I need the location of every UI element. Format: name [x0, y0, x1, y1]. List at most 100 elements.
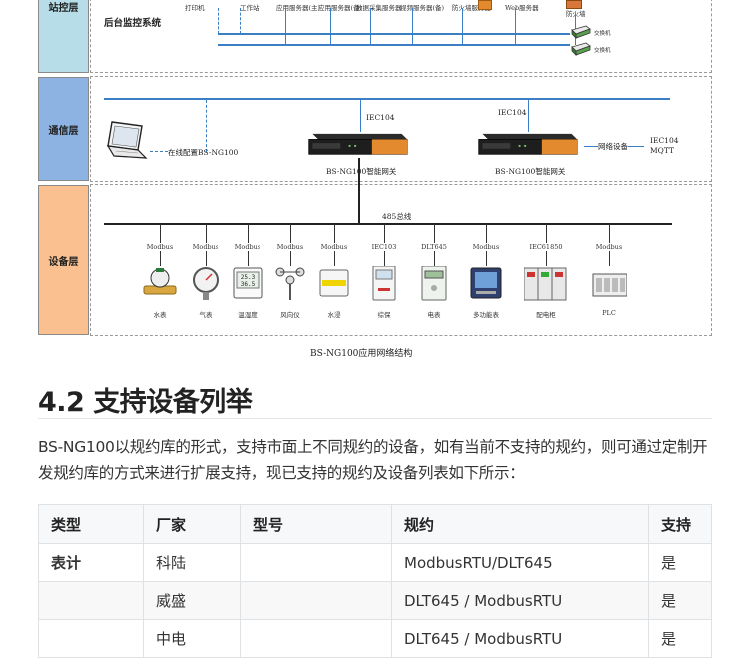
station-layer-box: 站控层 [38, 0, 89, 73]
cell-model [240, 581, 392, 620]
device-protocol-label: IEC61850 [516, 243, 576, 251]
station-layer-label: 站控层 [48, 2, 79, 14]
gateway-1-icon [308, 133, 408, 155]
wind-vane-icon [275, 267, 305, 300]
station-drop-line [240, 8, 241, 34]
gateway-link [528, 100, 529, 132]
cell-vendor: 中电 [143, 619, 241, 658]
device-name-label: 配电柜 [536, 311, 556, 319]
heading-divider [38, 418, 712, 419]
station-device-label: 防火墙服务器 [452, 4, 491, 12]
switch-icon [571, 42, 591, 56]
cell-support: 是 [648, 619, 712, 658]
bus-label: 485总线 [382, 212, 412, 221]
device-protocol-label: Modbus [579, 243, 639, 251]
station-drop-line [412, 8, 413, 44]
device-name-label: PLC [602, 309, 616, 317]
cell-protocol: DLT645 / ModbusRTU [391, 581, 649, 620]
cell-support: 是 [648, 543, 712, 582]
station-drop-line [515, 8, 516, 44]
table-header-row: 类型 厂家 型号 规约 支持 [38, 504, 712, 544]
station-title: 后台监控系统 [104, 18, 162, 29]
device-name-label: 水表 [153, 311, 167, 319]
comm-bus [104, 98, 670, 100]
cell-model [240, 543, 392, 582]
laptop-arrow [150, 151, 168, 152]
device-layer-box: 设备层 [38, 185, 89, 335]
multifunction-meter-icon [470, 267, 502, 299]
device-protocol-label: DLT645 [404, 243, 464, 251]
column-header-model: 型号 [240, 504, 392, 544]
device-layer-label: 设备层 [48, 256, 79, 268]
cloud-device-label: 网络设备 [598, 141, 628, 152]
device-protocol-label: IEC103 [354, 243, 414, 251]
device-region [90, 184, 712, 336]
station-device-label: 防火墙 [566, 10, 586, 18]
column-header-support: 支持 [648, 504, 712, 544]
comm-layer-label: 通信层 [48, 125, 79, 137]
station-drop-line [462, 8, 463, 44]
table-row: 威盛 DLT645 / ModbusRTU 是 [38, 581, 712, 620]
switch-label: 交换机 [594, 48, 611, 54]
gateway-name-label: BS-NG100智能网关 [495, 167, 566, 176]
column-header-vendor: 厂家 [143, 504, 241, 544]
station-device-label: Web服务器 [505, 4, 539, 12]
device-protocol-label: Modbus [130, 243, 190, 251]
cell-vendor: 科陆 [143, 543, 241, 582]
station-drop-line [285, 8, 286, 44]
cell-support: 是 [648, 581, 712, 620]
rs485-bus [104, 223, 672, 225]
cell-protocol: ModbusRTU/DLT645 [391, 543, 649, 582]
device-name-label: 水浸 [327, 311, 341, 319]
section-paragraph: BS-NG100以规约库的形式，支持市面上不同规约的设备，如有当前不支持的规约，… [38, 438, 708, 482]
device-protocol-label: Modbus [176, 243, 236, 251]
device-name-label: 电表 [427, 311, 441, 319]
cell-protocol: DLT645 / ModbusRTU [391, 619, 649, 658]
gateway-to-bus-line [358, 158, 360, 224]
station-device-label: 打印机 [185, 4, 205, 12]
protection-relay-icon [372, 266, 396, 301]
device-protocol-label: Modbus [304, 243, 364, 251]
laptop-link [206, 100, 207, 152]
comm-layer-box: 通信层 [38, 77, 89, 181]
supported-devices-table: 类型 厂家 型号 规约 支持 表计 科陆 ModbusRTU/DLT645 是 … [38, 504, 712, 658]
switch-label: 交换机 [594, 31, 611, 37]
cell-type [38, 619, 144, 658]
thermo-hygrometer-icon: 25.336.5 [233, 267, 263, 299]
svg-text:25.3: 25.3 [241, 274, 256, 281]
gateway-protocol-label: IEC104 [498, 108, 527, 117]
gateway-2-icon [478, 133, 578, 155]
electric-meter-icon [421, 266, 447, 301]
station-device-label: 应用服务器(主) [276, 4, 321, 12]
comm-region [90, 76, 712, 182]
water-leak-sensor-icon [319, 269, 349, 297]
table-row: 表计 科陆 ModbusRTU/DLT645 是 [38, 543, 712, 582]
laptop-icon [106, 121, 148, 159]
cell-type [38, 581, 144, 620]
column-header-protocol: 规约 [391, 504, 649, 544]
server-icon [478, 0, 492, 10]
device-name-label: 风向仪 [280, 311, 300, 319]
column-header-type: 类型 [38, 504, 144, 544]
cell-type: 表计 [38, 543, 144, 582]
device-name-label: 气表 [199, 311, 213, 319]
section-heading: 4.2 支持设备列举 [38, 387, 253, 418]
station-drop-line [370, 8, 371, 44]
gas-meter-icon [193, 267, 219, 300]
station-region [90, 0, 712, 73]
svg-text:36.5: 36.5 [241, 281, 256, 288]
firewall-icon [566, 0, 582, 9]
switchgear-cabinet-icon [524, 267, 567, 301]
device-name-label: 综保 [377, 311, 391, 319]
device-name-label: 多功能表 [473, 311, 499, 319]
station-device-label: 视频服务器(备) [400, 4, 445, 12]
station-device-label: 应用服务器(备) [318, 4, 363, 12]
plc-icon [592, 273, 627, 297]
cell-vendor: 威盛 [143, 581, 241, 620]
device-name-label: 温湿度 [238, 311, 258, 319]
device-protocol-label: Modbus [260, 243, 320, 251]
cell-model [240, 619, 392, 658]
gateway-name-label: BS-NG100智能网关 [326, 167, 397, 176]
station-drop-line [218, 8, 219, 34]
cloud-protocol-label: IEC104 MQTT [650, 136, 679, 155]
